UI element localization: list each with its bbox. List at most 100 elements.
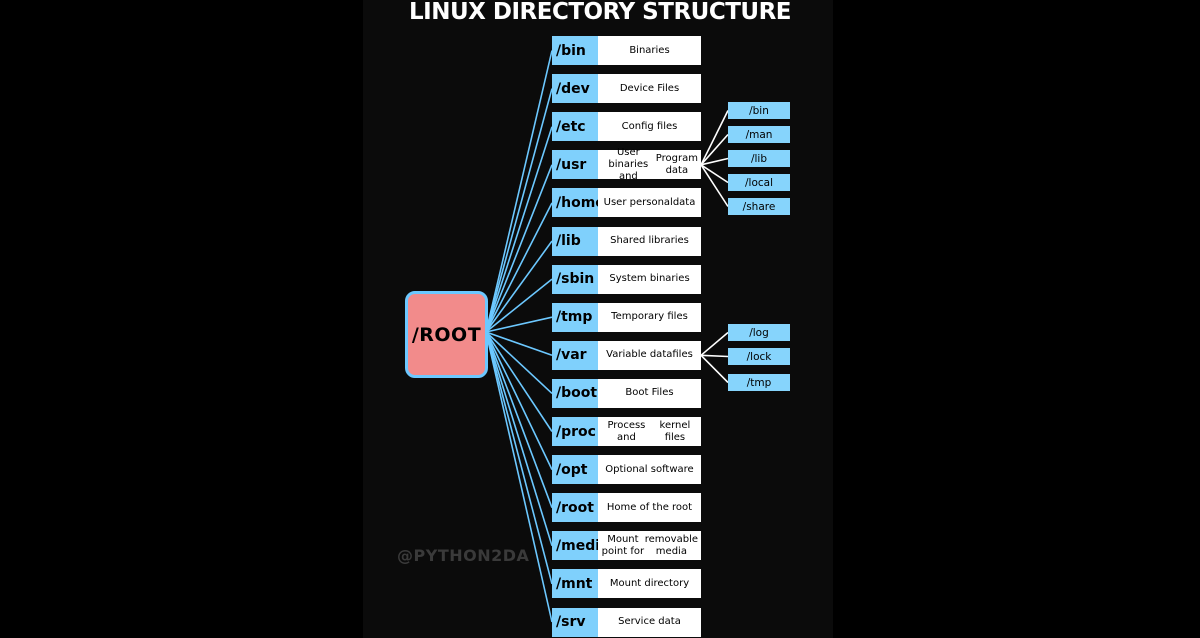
dir-description: System binaries	[598, 264, 701, 294]
dir-description: Process and kernel files	[598, 417, 701, 446]
connector-usr_children-man	[700, 133, 729, 166]
dir-name: /dev	[552, 74, 598, 104]
subdir-var-tmp: /tmp	[728, 374, 790, 391]
dir-description-line: kernel files	[659, 419, 691, 443]
dir-name: /srv	[552, 607, 598, 637]
dir-description: Boot Files	[598, 378, 701, 408]
connector-usr_children-share	[700, 164, 729, 207]
connector-proc	[485, 331, 553, 432]
dir-row-dev: /dev Device Files	[552, 74, 701, 104]
subdir-usr-local: /local	[728, 174, 790, 191]
dir-description-line: Boot Files	[625, 387, 674, 399]
dir-name: /opt	[552, 455, 598, 485]
connector-usr	[485, 164, 553, 333]
connector-var_children-tmp	[700, 354, 729, 384]
dir-description-line: Shared libraries	[610, 235, 689, 246]
connector-mnt	[485, 331, 553, 585]
dir-description-line: Binaries	[629, 44, 670, 56]
connector-bin	[485, 50, 553, 333]
dir-row-bin: /bin Binaries	[552, 36, 701, 65]
dir-description-line: Temporary files	[611, 311, 688, 323]
connector-var_children-lock	[700, 354, 729, 358]
dir-description-line: User binaries and	[608, 146, 649, 182]
dir-description-line: data	[672, 196, 696, 208]
connector-usr_children-lib	[700, 157, 729, 166]
dir-description-line: Variable data	[606, 349, 673, 361]
dir-description: Home of the root	[598, 493, 701, 523]
dir-row-lib: /lib Shared libraries	[552, 226, 701, 256]
connector-etc	[485, 126, 553, 333]
dir-name: /boot	[552, 378, 598, 408]
dir-description: Optional software	[598, 455, 701, 485]
dir-description-line: removable media	[644, 533, 698, 557]
connector-var	[485, 331, 553, 357]
connector-boot	[485, 331, 553, 394]
dir-description-line: Home of the root	[606, 501, 693, 513]
subdir-usr-share: /share	[728, 198, 790, 215]
dir-row-srv: /srv Service data	[552, 607, 701, 637]
dir-description-line: Optional software	[605, 463, 694, 475]
dir-row-opt: /opt Optional software	[552, 455, 701, 485]
dir-description: Temporary files	[598, 302, 701, 332]
dir-description-line: User personal	[603, 196, 673, 208]
dir-description: Mount directory	[598, 569, 701, 599]
watermark: @PYTHON2DA	[397, 546, 530, 565]
dir-name: /usr	[552, 150, 598, 180]
dir-row-tmp: /tmp Temporary files	[552, 302, 701, 332]
dir-row-root: /root Home of the root	[552, 493, 701, 523]
dir-row-boot: /boot Boot Files	[552, 378, 701, 408]
connector-lib	[485, 240, 553, 333]
dir-description: Shared libraries	[598, 226, 701, 256]
dir-name: /mnt	[552, 569, 598, 599]
subdir-usr-lib: /lib	[728, 150, 790, 167]
dir-row-proc: /proc Process and kernel files	[552, 417, 701, 446]
subdir-var-log: /log	[728, 324, 790, 341]
dir-name: /proc	[552, 417, 598, 446]
dir-description-line: Program data	[655, 152, 698, 176]
dir-name: /root	[552, 493, 598, 523]
dir-name: /sbin	[552, 264, 598, 294]
diagram-title: LINUX DIRECTORY STRUCTURE	[409, 0, 792, 25]
dir-name: /media	[552, 531, 609, 561]
dir-description-line: Mount point for	[601, 533, 645, 557]
connector-dev	[485, 88, 553, 333]
dir-description-line: Device Files	[619, 82, 680, 94]
connector-root	[485, 331, 553, 508]
dir-description: Service data	[598, 607, 701, 637]
subdir-usr-man: /man	[728, 126, 790, 143]
dir-description: Device Files	[598, 74, 701, 104]
dir-description: Config files	[598, 112, 701, 142]
root-node: /ROOT	[405, 291, 488, 378]
dir-description-line: System binaries	[609, 273, 690, 285]
dir-description-line: Process and	[607, 419, 646, 443]
dir-description-line: Service data	[618, 616, 681, 627]
dir-row-etc: /etc Config files	[552, 112, 701, 142]
connector-srv	[485, 331, 553, 623]
dir-name: /var	[552, 340, 598, 370]
dir-description-line: files	[672, 349, 693, 361]
dir-row-mnt: /mnt Mount directory	[552, 569, 701, 599]
connector-tmp	[485, 316, 553, 333]
connector-usr_children-local	[700, 164, 729, 184]
dir-name: /etc	[552, 112, 598, 142]
dir-name: /tmp	[552, 302, 598, 332]
dir-name: /lib	[552, 226, 598, 256]
dir-description-line: Config files	[621, 120, 678, 132]
dir-description-line: Mount directory	[609, 577, 690, 589]
dir-description: Binaries	[598, 36, 701, 65]
dir-name: /bin	[552, 36, 598, 65]
dir-name: /home	[552, 188, 605, 218]
connector-sbin	[485, 278, 553, 333]
subdir-usr-bin: /bin	[728, 102, 790, 119]
subdir-var-lock: /lock	[728, 348, 790, 365]
connector-usr_children-bin	[700, 110, 729, 166]
